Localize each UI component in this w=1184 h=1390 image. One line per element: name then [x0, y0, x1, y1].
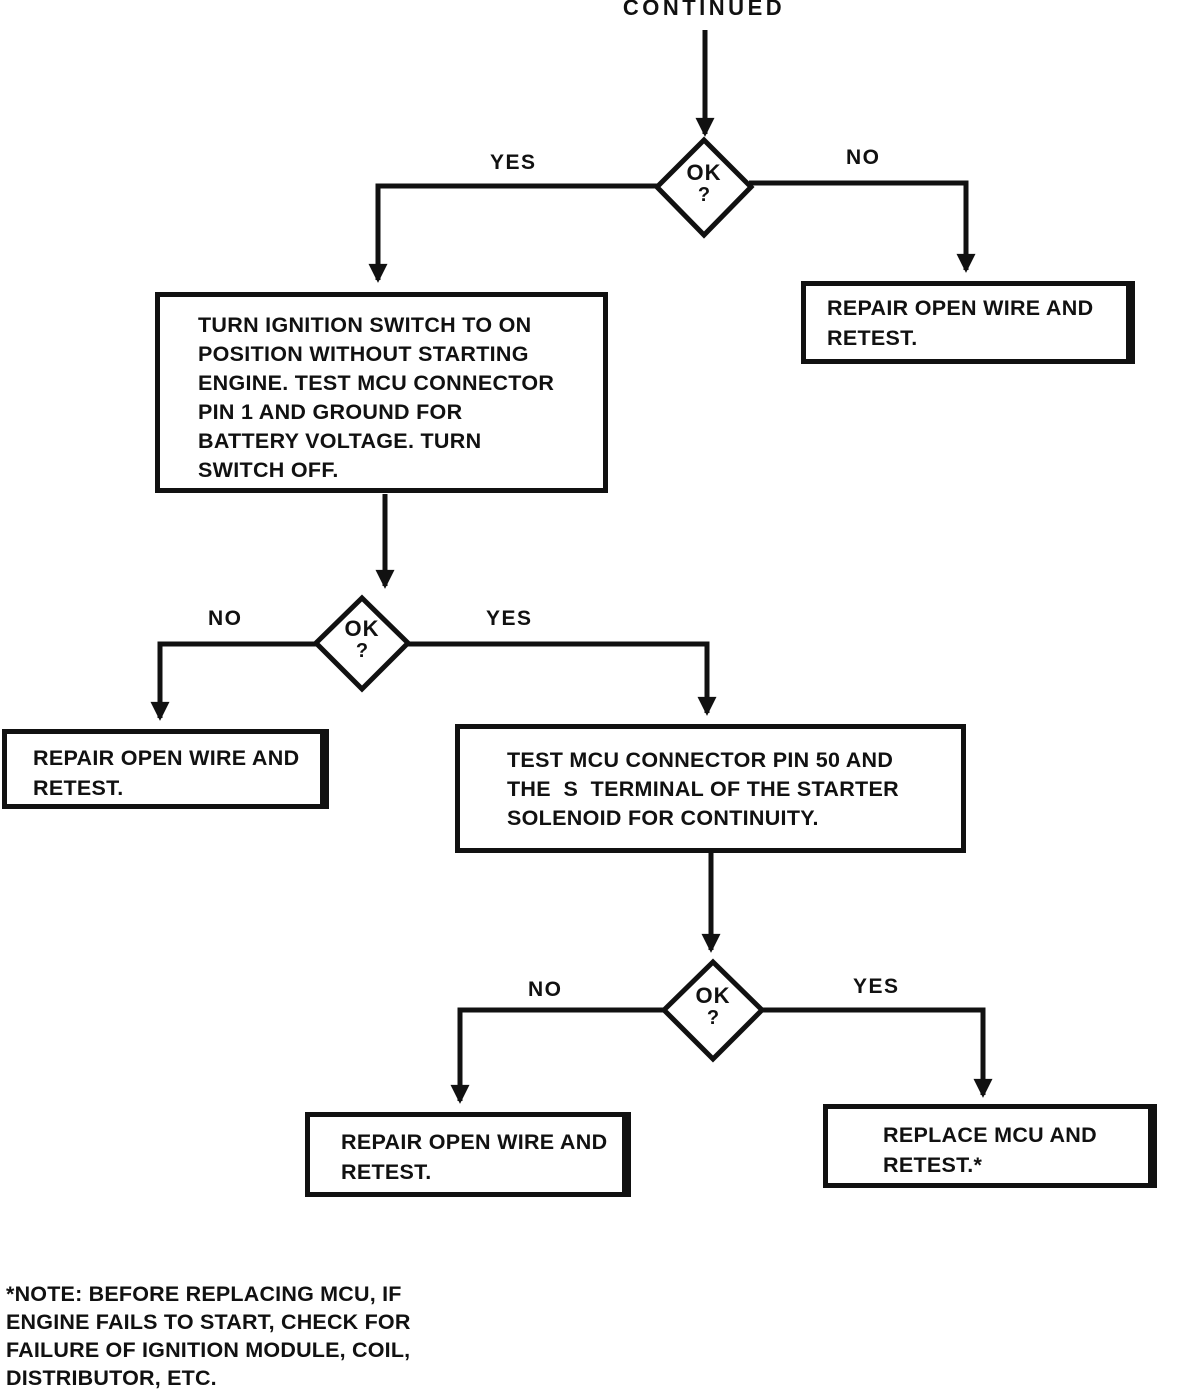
decision2-ok-text: OK: [344, 616, 380, 641]
decision2-text: OK ?: [312, 616, 412, 661]
decision3-no-label: NO: [528, 978, 563, 1001]
connector-decision3-yes: [760, 1007, 993, 1098]
continued-label: CONTINUED: [622, 0, 786, 20]
decision1-text: OK ?: [654, 160, 754, 205]
process-box-ignition-test: TURN IGNITION SWITCH TO ON POSITION WITH…: [155, 292, 608, 493]
decision2-no-label: NO: [208, 607, 243, 630]
connector-decision2-no: [150, 641, 319, 721]
decision3-yes-label: YES: [853, 975, 900, 998]
connector-decision1-yes: [368, 183, 659, 283]
result-box-repair-open-wire-bottom: REPAIR OPEN WIRE AND RETEST.: [305, 1112, 631, 1197]
decision2-diamond: [312, 594, 412, 693]
result-box-replace-mcu: REPLACE MCU AND RETEST.*: [823, 1104, 1157, 1188]
process-box-pin50-continuity-test: TEST MCU CONNECTOR PIN 50 AND THE S TERM…: [455, 724, 966, 853]
connector-decision2-yes: [406, 641, 717, 716]
result-box-repair-open-wire-top: REPAIR OPEN WIRE AND RETEST.: [801, 281, 1135, 364]
decision1-ok-text: OK: [686, 160, 722, 185]
decision1-question-mark: ?: [697, 184, 711, 206]
decision1-yes-label: YES: [490, 151, 537, 174]
connector-decision1-no: [749, 180, 976, 273]
result-box-repair-open-wire-left: REPAIR OPEN WIRE AND RETEST.: [2, 729, 329, 809]
footnote: *NOTE: BEFORE REPLACING MCU, IF ENGINE F…: [6, 1282, 411, 1390]
decision1-no-label: NO: [846, 146, 881, 169]
decision3-ok-text: OK: [695, 983, 731, 1008]
decision2-question-mark: ?: [355, 640, 369, 662]
decision1-diamond: [653, 136, 755, 239]
decision3-text: OK ?: [663, 983, 763, 1028]
decision3-diamond: [660, 958, 766, 1063]
decision2-yes-label: YES: [486, 607, 533, 630]
decision3-question-mark: ?: [706, 1007, 720, 1029]
connector-decision3-no: [450, 1007, 666, 1104]
